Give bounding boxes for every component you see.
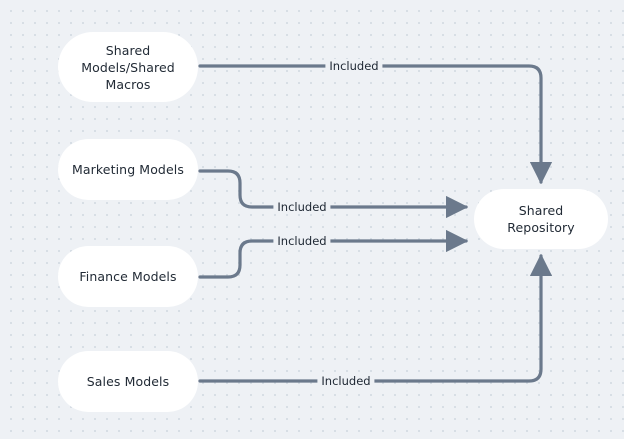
edge-path-shared-models xyxy=(198,64,553,185)
edge-label-finance-models: Included xyxy=(273,234,331,248)
node-label-shared-repository: Shared Repository xyxy=(507,203,575,235)
node-label-finance-models: Finance Models xyxy=(79,269,177,284)
node-label-line-3: Macros xyxy=(105,76,151,92)
node-label-sales-models: Sales Models xyxy=(86,374,170,389)
edge-label-sales-models: Included xyxy=(317,374,375,388)
node-shared-models[interactable]: Shared Models/Shared Macros xyxy=(58,32,198,102)
node-label-line-1: Shared xyxy=(105,42,151,58)
node-shared-repository[interactable]: Shared Repository xyxy=(474,189,608,249)
edge-path-sales-models xyxy=(198,253,553,383)
node-finance-models[interactable]: Finance Models xyxy=(58,246,198,307)
node-marketing-models[interactable]: Marketing Models xyxy=(58,139,198,200)
node-label-marketing-models: Marketing Models xyxy=(72,162,184,177)
node-sales-models[interactable]: Sales Models xyxy=(58,351,198,412)
node-label-shared-models: Shared Models/Shared Macros xyxy=(81,42,175,93)
edge-path-marketing-models xyxy=(198,169,469,219)
edge-path-finance-models xyxy=(198,229,469,279)
edge-label-marketing-models: Included xyxy=(273,200,331,214)
node-label-line-2: Models/Shared xyxy=(81,59,175,75)
edge-label-shared-models: Included xyxy=(325,59,383,73)
